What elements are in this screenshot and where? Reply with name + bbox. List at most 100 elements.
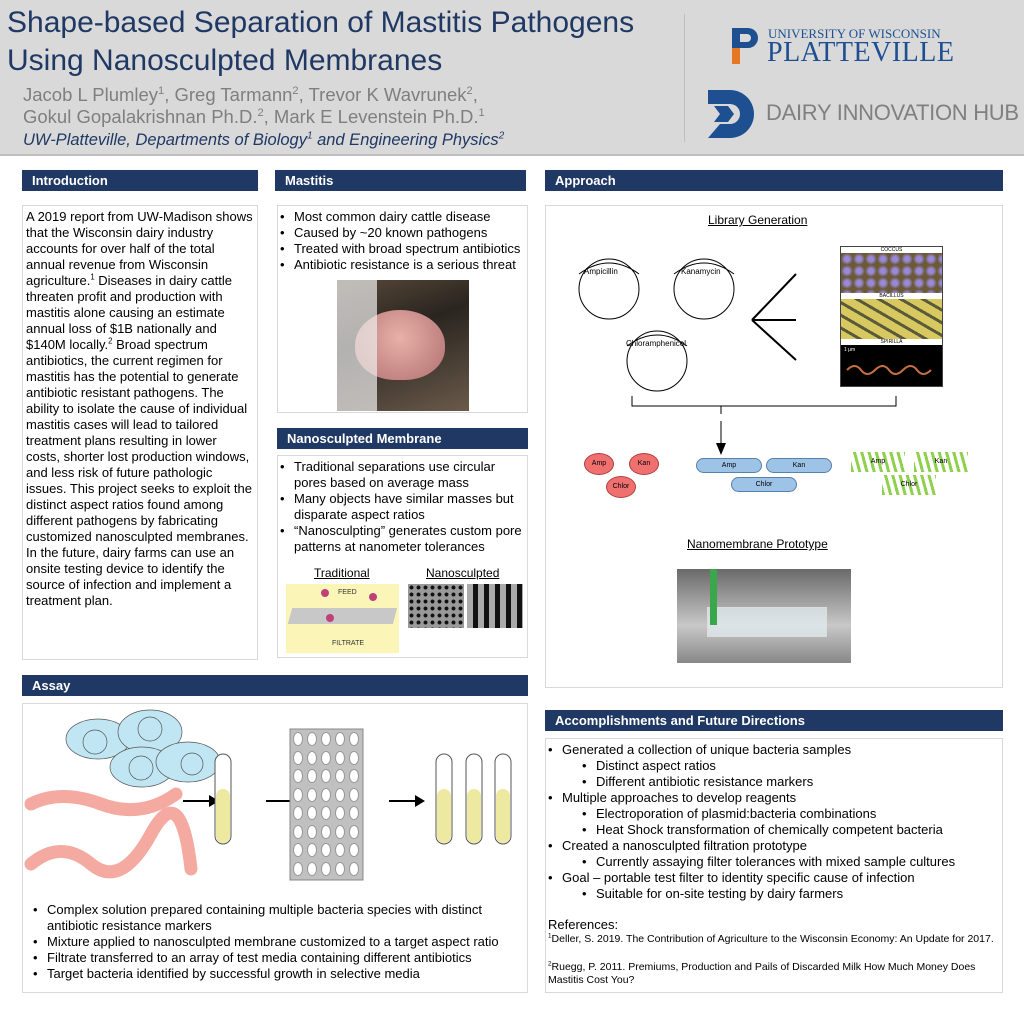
title-line: Using Nanosculpted Membranes xyxy=(7,44,443,77)
well xyxy=(293,769,303,783)
membrane-body: Traditional separations use circular por… xyxy=(277,455,528,658)
spirilla-marker-chlor: Chlor xyxy=(882,475,936,495)
well xyxy=(307,769,317,783)
bullet: Antibiotic resistance is a serious threa… xyxy=(278,257,527,273)
library-diagram xyxy=(578,258,897,455)
spirilla-image: 1 μm xyxy=(841,345,942,386)
bacteria-micrographs: COCCUS BACILLUS SPIRILLA 1 μm xyxy=(840,246,943,387)
title-line: Shape-based Separation of Mastitis Patho… xyxy=(7,6,635,39)
well xyxy=(349,787,359,802)
well xyxy=(335,769,345,783)
approach-body: Library Generation Ampicillin Kanamycin … xyxy=(545,205,1003,688)
mastitis-body: Most common dairy cattle disease Caused … xyxy=(277,205,528,413)
well xyxy=(321,732,331,746)
well xyxy=(307,750,317,765)
well xyxy=(349,843,359,857)
well xyxy=(293,732,303,746)
section-heading-mastitis: Mastitis xyxy=(275,170,526,191)
prototype-title: Nanomembrane Prototype xyxy=(687,537,828,551)
reference-2: 2Ruegg, P. 2011. Premiums, Production an… xyxy=(548,960,976,986)
well xyxy=(321,750,331,765)
well xyxy=(321,769,331,783)
well xyxy=(349,824,359,839)
well xyxy=(349,750,359,765)
reference-1: 1Deller, S. 2019. The Contribution of Ag… xyxy=(548,932,994,945)
plasmid-kanamycin-icon xyxy=(673,258,735,320)
section-heading-introduction: Introduction xyxy=(22,170,258,191)
well xyxy=(307,824,317,839)
author-list: Jacob L Plumley1, Greg Tarmann2, Trevor … xyxy=(23,84,485,128)
well xyxy=(293,787,303,802)
accomplishment-item: Suitable for on-site testing by dairy fa… xyxy=(546,886,1002,902)
bracket-icon xyxy=(631,396,897,443)
well xyxy=(335,750,345,765)
well xyxy=(307,843,317,857)
label-nanosculpted: Nanosculpted xyxy=(426,566,500,580)
well xyxy=(321,787,331,802)
feed-label: FEED xyxy=(338,589,357,596)
logo-platteville-text: PLATTEVILLE xyxy=(767,37,955,68)
well xyxy=(321,843,331,857)
well xyxy=(321,824,331,839)
dairy-innovation-hub-logo: DAIRY INNOVATION HUB xyxy=(704,88,1019,145)
author: Jacob L Plumley1, xyxy=(23,84,175,105)
well xyxy=(307,861,317,876)
bullet: Treated with broad spectrum antibiotics xyxy=(278,241,527,257)
introduction-body: A 2019 report from UW-Madison shows that… xyxy=(22,205,258,660)
well xyxy=(321,806,331,820)
bullet: Many objects have similar masses but dis… xyxy=(278,491,527,523)
bacillus-marker-kan: Kan xyxy=(766,458,832,473)
accomplishment-item: Generated a collection of unique bacteri… xyxy=(546,742,1002,758)
plasmid-ampicillin-icon xyxy=(578,258,640,320)
bullet: Target bacteria identified by successful… xyxy=(31,966,521,982)
well xyxy=(293,861,303,876)
logo-university-text: UNIVERSITY OF WISCONSIN xyxy=(768,26,941,41)
coccus-marker-chlor: Chlor xyxy=(606,476,636,498)
accomplishment-item: Currently assaying filter tolerances wit… xyxy=(546,854,1002,870)
well xyxy=(335,806,345,820)
coccus-marker-amp: Amp xyxy=(584,453,614,475)
accomplishment-item: Created a nanosculpted filtration protot… xyxy=(546,838,1002,854)
well xyxy=(335,787,345,802)
accomplishment-item: Multiple approaches to develop reagents xyxy=(546,790,1002,806)
micrograph-label: COCCUS xyxy=(880,247,903,253)
bullet: “Nanosculpting” generates custom pore pa… xyxy=(278,523,527,555)
spirilla-marker-kan: Kan xyxy=(914,452,968,472)
well xyxy=(349,861,359,876)
bullet: Traditional separations use circular por… xyxy=(278,459,527,491)
assay-diagram xyxy=(24,709,512,881)
author: Gokul Gopalakrishnan Ph.D.2, xyxy=(23,106,274,127)
well xyxy=(293,824,303,839)
plasmid-label: Ampicillin xyxy=(584,267,618,276)
sem-slit-pores xyxy=(467,584,523,628)
poster-title: Shape-based Separation of Mastitis Patho… xyxy=(7,4,687,80)
well xyxy=(307,732,317,746)
mastitis-bullets: Most common dairy cattle disease Caused … xyxy=(278,209,527,273)
well xyxy=(335,861,345,876)
coccus-image xyxy=(841,253,942,293)
author: Trevor K Wavrunek2, xyxy=(308,84,478,105)
accomplishment-item: Goal – portable test filter to identity … xyxy=(546,870,1002,886)
poster-header: Shape-based Separation of Mastitis Patho… xyxy=(0,0,1024,156)
bullet: Most common dairy cattle disease xyxy=(278,209,527,225)
section-heading-accomplishments: Accomplishments and Future Directions xyxy=(545,710,1003,731)
assay-bullets: Complex solution prepared containing mul… xyxy=(31,902,521,982)
section-heading-assay: Assay xyxy=(22,675,528,696)
well xyxy=(307,806,317,820)
well xyxy=(307,787,317,802)
bacillus-marker-chlor: Chlor xyxy=(731,477,797,492)
well xyxy=(335,824,345,839)
branch-arrows-icon xyxy=(751,273,797,361)
plasmid-label: Kanamycin xyxy=(681,267,721,276)
well xyxy=(321,861,331,876)
dairy-hub-d-icon xyxy=(708,90,754,138)
bacillus-marker-amp: Amp xyxy=(696,458,762,473)
well xyxy=(349,769,359,783)
bullet: Filtrate transferred to an array of test… xyxy=(31,950,521,966)
well xyxy=(349,806,359,820)
label-traditional: Traditional xyxy=(314,566,370,580)
author: Greg Tarmann2, xyxy=(174,84,309,105)
accomplishments-body: Generated a collection of unique bacteri… xyxy=(545,738,1003,993)
bullet: Caused by ~20 known pathogens xyxy=(278,225,527,241)
assay-body: Complex solution prepared containing mul… xyxy=(22,703,528,993)
